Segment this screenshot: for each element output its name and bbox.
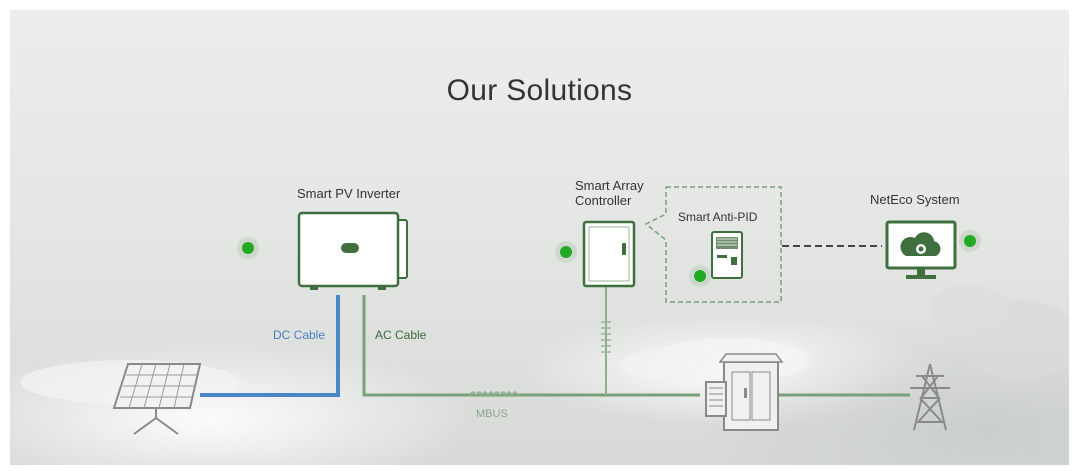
anti-pid-callout	[644, 186, 782, 303]
diagram-graphics	[20, 186, 1069, 435]
dc-cable-label: DC Cable	[273, 328, 326, 342]
inverter-status-indicator	[237, 237, 259, 259]
ac-cable-line	[362, 295, 700, 397]
controller-coil	[601, 321, 611, 353]
solar-panel-icon	[112, 363, 202, 435]
anti-pid-status-indicator	[689, 265, 711, 287]
transmission-tower-icon	[910, 363, 950, 431]
controller-label-line1: Smart Array	[575, 178, 644, 193]
dc-cable-line	[200, 295, 340, 397]
ac-cable-label: AC Cable	[375, 328, 427, 342]
controller-device	[582, 220, 636, 288]
controller-status-indicator	[555, 241, 577, 263]
neteco-monitor-icon	[885, 220, 957, 279]
neteco-label: NetEco System	[870, 192, 960, 207]
neteco-status-indicator	[959, 230, 981, 252]
mbus-label: MBUS	[476, 408, 508, 420]
anti-pid-label: Smart Anti-PID	[678, 210, 758, 224]
transformer-substation-icon	[705, 353, 784, 431]
page-title: Our Solutions	[446, 74, 633, 107]
inverter-label: Smart PV Inverter	[297, 186, 401, 201]
inverter-device	[297, 211, 408, 290]
mbus-coil	[469, 391, 519, 399]
controller-label-line2: Controller	[575, 193, 632, 208]
anti-pid-device	[711, 231, 743, 279]
solution-diagram-panel: Our Solutions Smart PV Inverter Smart Ar…	[10, 10, 1069, 465]
